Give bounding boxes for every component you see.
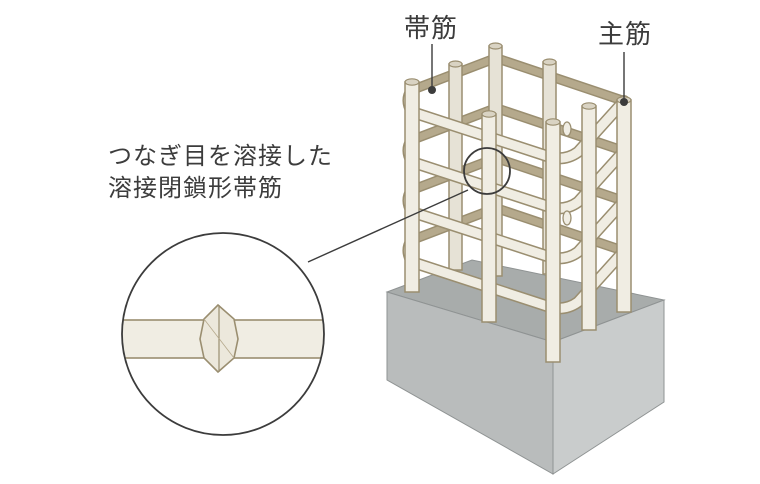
leader-lines: [307, 44, 625, 263]
main-bar: [545, 121, 561, 363]
marker-dot: [620, 98, 628, 106]
main-bar: [404, 81, 420, 293]
label-hoop-reinforcement: 帯筋: [404, 14, 459, 44]
main-bars-front: [404, 78, 632, 363]
label-welded-hoop-line1: つなぎ目を溶接した: [108, 142, 333, 170]
weld-highlight-circle: [463, 147, 511, 195]
leader-zoom: [307, 189, 469, 263]
main-bar: [581, 105, 597, 331]
main-bar: [448, 63, 463, 271]
main-bar: [616, 99, 632, 313]
label-welded-hoop-line2: 溶接閉鎖形帯筋: [108, 174, 283, 202]
label-welded-hoop: つなぎ目を溶接した 溶接閉鎖形帯筋: [108, 140, 333, 204]
weld-detail-zoom: [121, 232, 325, 436]
label-main-reinforcement: 主筋: [598, 20, 653, 50]
main-bar: [481, 113, 497, 323]
marker-dot: [428, 86, 436, 94]
concrete-base-right: [552, 299, 665, 475]
